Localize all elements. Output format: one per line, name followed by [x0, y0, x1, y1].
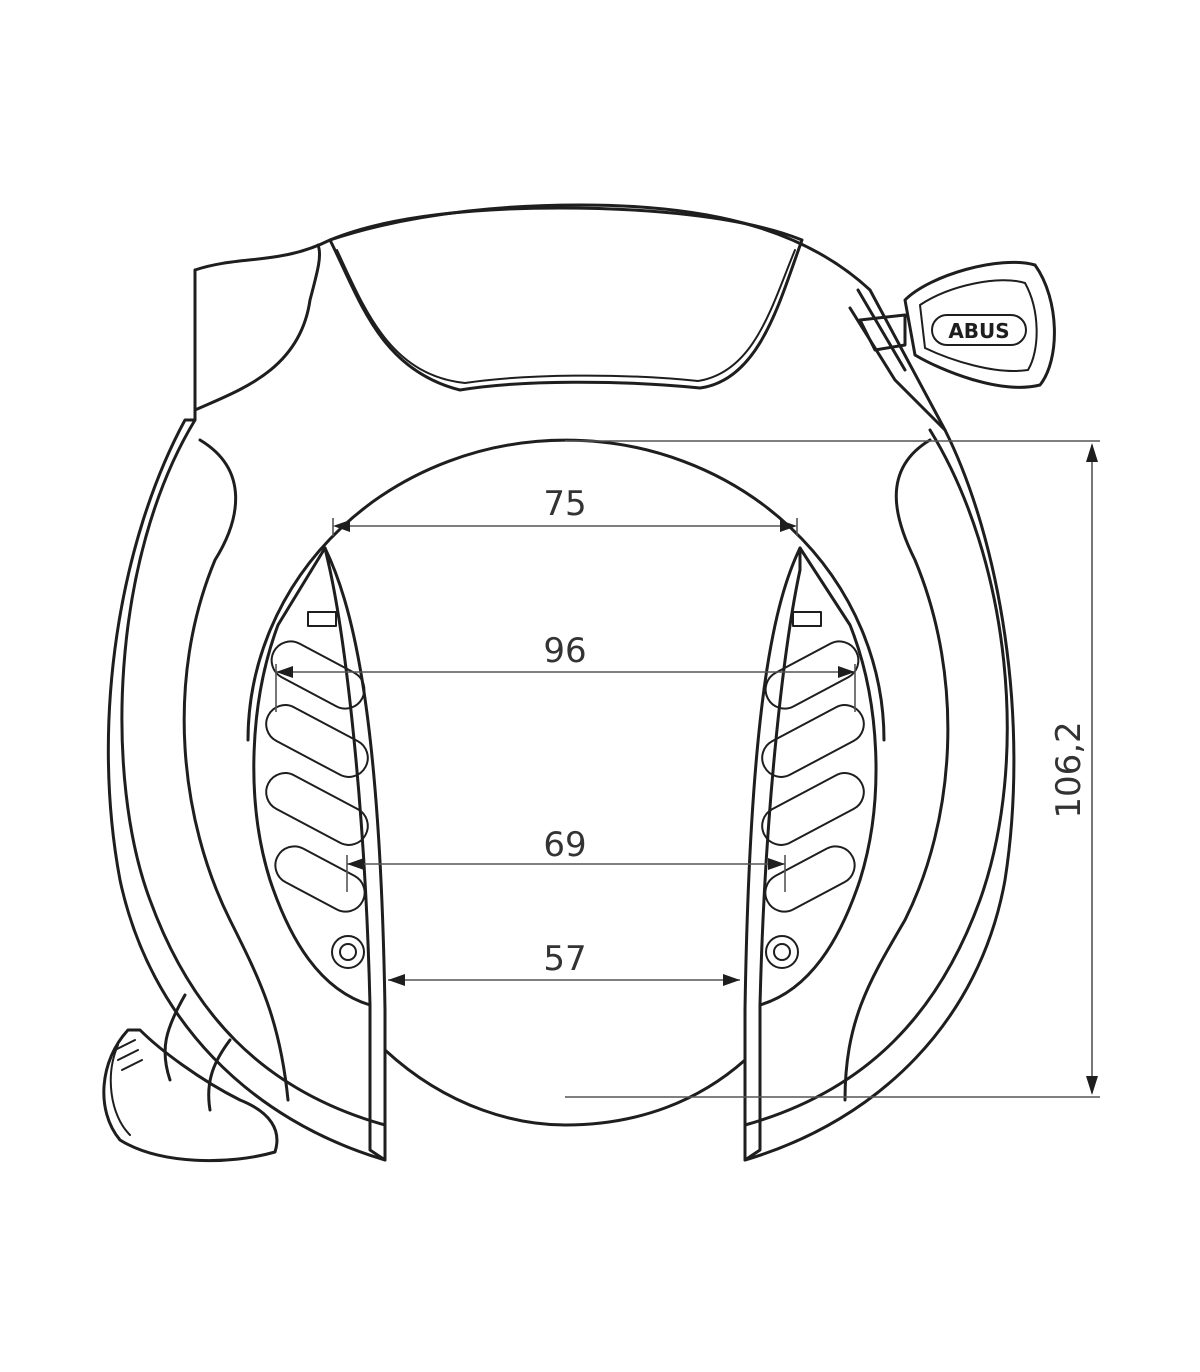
dimension-height: 106,2 [565, 440, 1100, 1098]
dimension-top-width: 75 [332, 484, 798, 536]
shackle-opening-lower [383, 1048, 747, 1127]
lock-inner-band-left [182, 438, 290, 1102]
cable-plug [102, 993, 279, 1163]
dimension-label-low-width: 69 [543, 825, 586, 865]
left-side-bolt [323, 546, 387, 1162]
right-side-bolt [743, 546, 802, 1162]
dimension-label-height: 106,2 [1049, 721, 1089, 818]
lock-inner-band-right [843, 438, 950, 1102]
right-vent-housing [758, 546, 878, 1007]
key: ABUS [848, 260, 1056, 432]
dimension-label-top-width: 75 [543, 484, 586, 524]
dimension-label-bottom-width: 57 [543, 939, 586, 979]
dimension-mid-width: 96 [275, 631, 856, 712]
brand-logo: ABUS [948, 319, 1009, 343]
lock-top-panel [328, 206, 804, 392]
shackle-opening [246, 438, 886, 742]
lock-outer-right [743, 428, 1016, 1162]
lock-left-bracket [193, 243, 322, 412]
lock-top-panel-inner [336, 249, 796, 384]
lock-outer-body [106, 418, 387, 1162]
dimension-low-width: 69 [346, 825, 786, 892]
left-vent-slots [265, 611, 369, 969]
dimension-bottom-width: 57 [388, 939, 740, 986]
dimension-label-mid-width: 96 [543, 631, 586, 671]
left-vent-housing [252, 546, 372, 1007]
right-vent-slots [761, 611, 865, 969]
